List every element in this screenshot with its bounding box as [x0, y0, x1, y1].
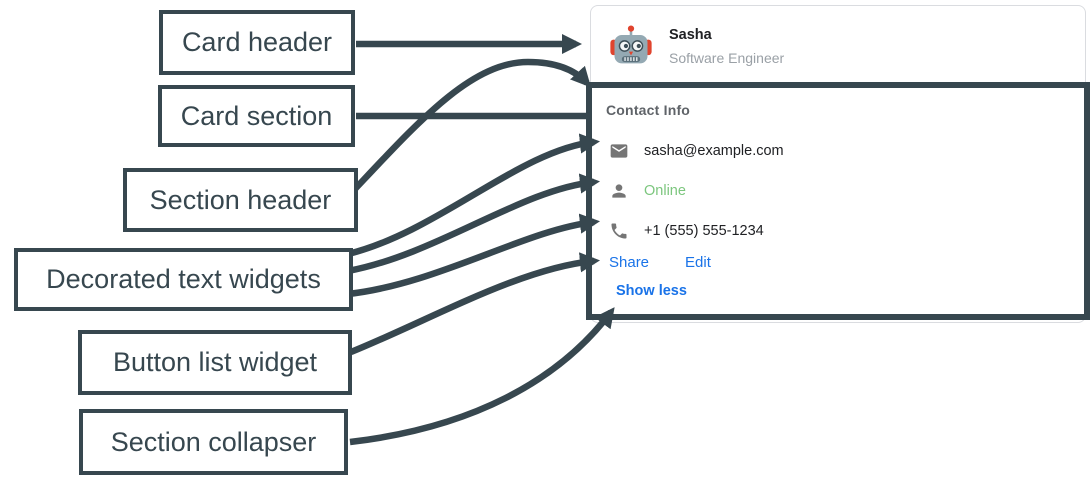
- label-button-list-widget: Button list widget: [78, 330, 352, 395]
- arrow-button-list: [349, 252, 601, 356]
- label-card-section: Card section: [158, 85, 355, 147]
- label-card-header: Card header: [159, 10, 355, 75]
- arrow-decorated-email: [347, 133, 601, 258]
- email-text: sasha@example.com: [644, 143, 784, 159]
- label-section-header: Section header: [123, 168, 358, 232]
- arrow-decorated-phone: [347, 213, 601, 298]
- button-list: Share Edit: [609, 254, 711, 271]
- person-icon: [612, 184, 626, 198]
- show-less-link[interactable]: Show less: [616, 283, 687, 299]
- card-title: Sasha: [669, 27, 712, 43]
- email-icon: [610, 144, 628, 158]
- phone-icon: [611, 223, 627, 239]
- phone-text: +1 (555) 555-1234: [644, 223, 764, 239]
- label-decorated-text-widgets: Decorated text widgets: [14, 248, 353, 311]
- arrow-section-collapser: [349, 307, 615, 446]
- status-text: Online: [644, 183, 686, 199]
- label-section-collapser: Section collapser: [79, 409, 348, 475]
- arrow-section-header: [352, 58, 592, 192]
- decorated-text-email: sasha@example.com: [609, 141, 784, 161]
- share-button[interactable]: Share: [609, 254, 650, 271]
- arrow-decorated-online: [347, 173, 601, 275]
- contact-card: Sasha Software Engineer Contact Info sas…: [590, 5, 1086, 323]
- section-header-text: Contact Info: [606, 102, 691, 118]
- decorated-text-phone: +1 (555) 555-1234: [609, 221, 764, 241]
- robot-avatar: [609, 23, 653, 69]
- edit-button[interactable]: Edit: [685, 254, 711, 271]
- decorated-text-status: Online: [609, 181, 686, 201]
- card-subtitle: Software Engineer: [669, 50, 785, 66]
